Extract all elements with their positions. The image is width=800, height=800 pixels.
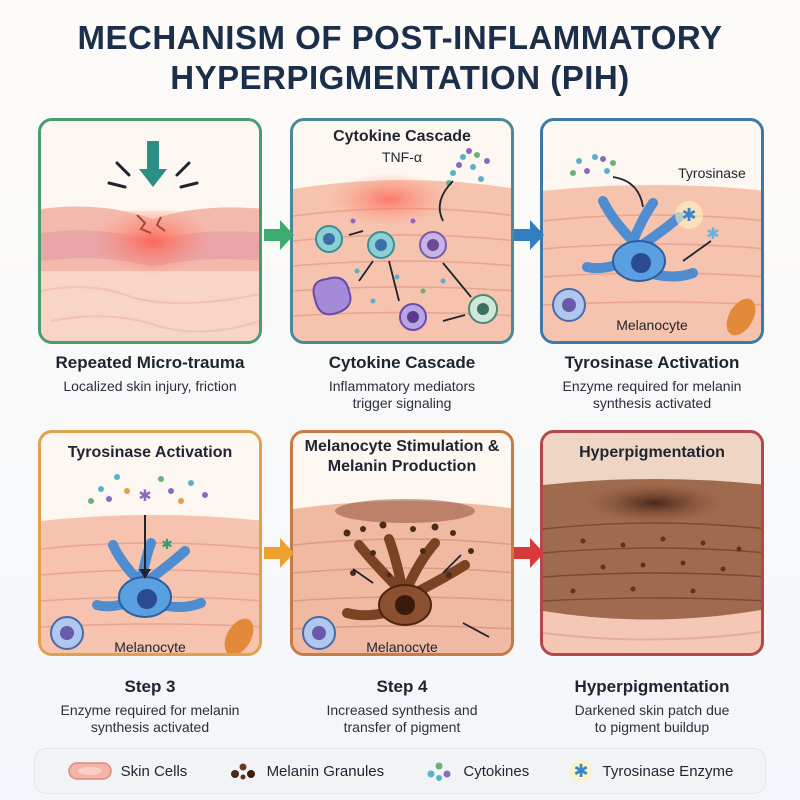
svg-text:✱: ✱ [706, 224, 719, 243]
legend-item-cytokines: Cytokines [423, 760, 529, 782]
caption-4-desc: Enzyme required for melanin synthesis ac… [60, 702, 240, 735]
caption-3-heading: Tyrosinase Activation [564, 353, 740, 372]
step-3-illustration: ✱ ✱ [41, 433, 259, 653]
legend-label-melanin: Melanin Granules [266, 762, 385, 780]
caption-5: Step 4 Increased synthesis and transfer … [277, 676, 527, 736]
svg-text:✱: ✱ [681, 205, 696, 226]
legend-label-skin-cells: Skin Cells [120, 762, 188, 780]
svg-text:✱: ✱ [574, 761, 589, 782]
caption-1-heading: Repeated Micro-trauma [55, 353, 245, 372]
page-title: MECHANISM OF POST-INFLAMMATORY HYPERPIGM… [0, 18, 800, 98]
legend-item-melanin: Melanin Granules [227, 760, 385, 782]
cytokines-icon [427, 762, 451, 781]
step-4-illustration [293, 433, 511, 653]
arrow-right-icon-3 [264, 538, 294, 568]
arrow-right-icon-1 [264, 220, 294, 250]
cytokine-illustration [293, 121, 511, 341]
tyrosinase-illustration: ✱ ✱ [543, 121, 761, 341]
svg-text:✱: ✱ [161, 537, 173, 553]
legend-label-tyrosinase: Tyrosinase Enzyme [602, 762, 734, 780]
caption-6: Hyperpigmentation Darkened skin patch du… [527, 676, 777, 736]
caption-2-desc: Inflammatory mediators trigger signaling [328, 378, 476, 411]
panel-micro-trauma [38, 118, 262, 344]
caption-3-desc: Enzyme required for melanin synthesis ac… [562, 378, 742, 411]
panel-hyperpigmentation: Hyperpigmentation [540, 430, 764, 656]
melanin-granules-icon [230, 763, 255, 780]
panel-5-title: Melanocyte Stimulation & Melanin Product… [304, 438, 500, 475]
title-line-2: HYPERPIGMENTATION (PIH) [170, 59, 630, 96]
caption-5-heading: Step 4 [376, 677, 428, 696]
skin-cell-icon [67, 762, 112, 780]
impact-arrow-icon [139, 141, 167, 187]
title-line-1: MECHANISM OF POST-INFLAMMATORY [77, 19, 723, 56]
caption-2-heading: Cytokine Cascade [328, 353, 476, 372]
caption-3: Tyrosinase Activation Enzyme required fo… [527, 352, 777, 412]
caption-6-desc: Darkened skin patch due to pigment build… [574, 702, 730, 735]
caption-6-heading: Hyperpigmentation [574, 677, 730, 696]
legend: Skin Cells Melanin Granules Cytokines ✱ … [34, 748, 766, 794]
arrow-right-icon-2 [514, 220, 544, 250]
panel-step-3: ✱ ✱ Tyrosinase Activation Melanocyte [38, 430, 262, 656]
panel-4-title: Tyrosinase Activation [67, 444, 233, 461]
svg-text:✱: ✱ [138, 486, 151, 505]
panel-2-title: Cytokine Cascade [333, 128, 471, 145]
panel-step-4: Melanocyte Stimulation & Melanin Product… [290, 430, 514, 656]
hyperpigmentation-illustration [543, 433, 761, 653]
panel-tyrosinase-activation: ✱ ✱ Tyrosinase Melanocyte [540, 118, 764, 344]
caption-4-heading: Step 3 [124, 677, 176, 696]
arrow-right-icon-4 [514, 538, 544, 568]
tyrosinase-enzyme-icon: ✱ [675, 201, 703, 229]
tyrosinase-enzyme-legend-icon: ✱ [570, 760, 593, 782]
caption-4: Step 3 Enzyme required for melanin synth… [25, 676, 275, 736]
legend-item-skin-cells: Skin Cells [67, 760, 188, 782]
panel-2-subtitle: TNF-α [382, 149, 422, 165]
panel-cytokine-cascade: Cytokine Cascade TNF-α [290, 118, 514, 344]
panel-6-title: Hyperpigmentation [579, 444, 725, 461]
caption-2: Cytokine Cascade Inflammatory mediators … [277, 352, 527, 412]
micro-trauma-illustration [41, 121, 259, 341]
legend-item-tyrosinase: ✱ Tyrosinase Enzyme [568, 758, 733, 784]
panel-5-inner-label: Melanocyte [366, 639, 438, 655]
panel-4-inner-label: Melanocyte [114, 639, 186, 655]
legend-label-cytokines: Cytokines [463, 762, 530, 780]
caption-1: Repeated Micro-trauma Localized skin inj… [25, 352, 275, 395]
caption-5-desc: Increased synthesis and transfer of pigm… [326, 702, 478, 735]
caption-1-desc: Localized skin injury, friction [63, 378, 237, 394]
panel-3-inner-label: Melanocyte [616, 317, 688, 333]
panel-3-tag: Tyrosinase [678, 165, 746, 181]
